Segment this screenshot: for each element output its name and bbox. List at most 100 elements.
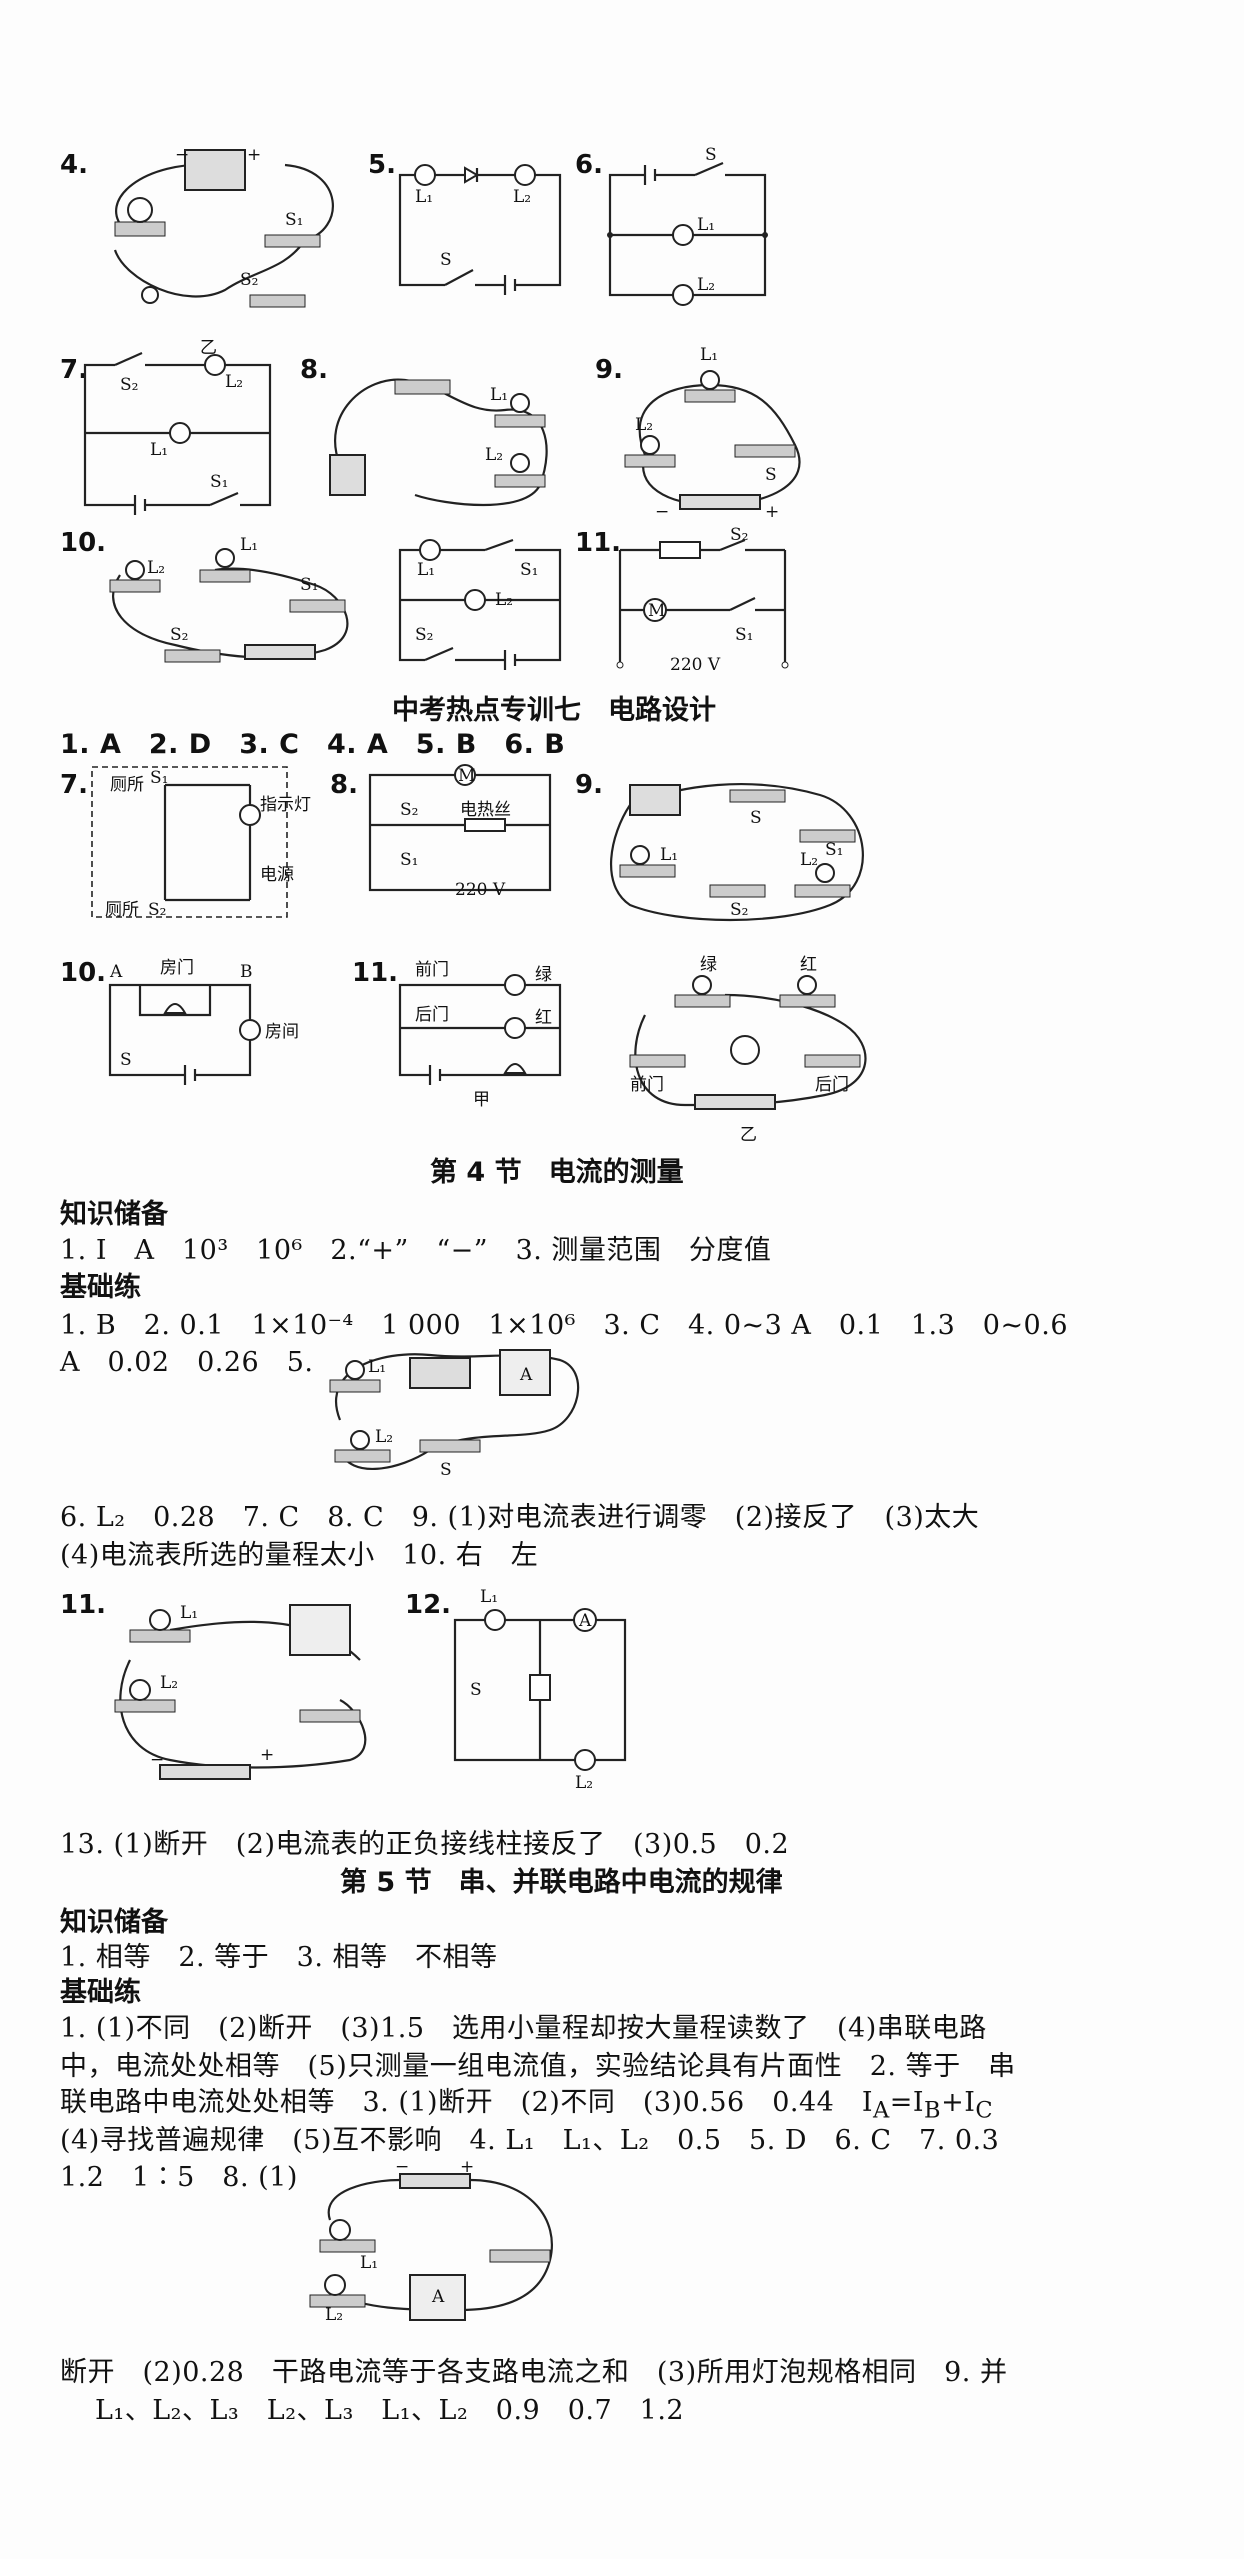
figure-7-circuit-diagram: 乙 L₂ L₁ S₂ S₁ (80, 338, 280, 519)
svg-text:A: A (519, 1365, 533, 1385)
svg-text:A: A (578, 1611, 592, 1631)
svg-text:L₂: L₂ (485, 445, 503, 465)
svg-text:L₁: L₁ (150, 440, 168, 460)
svg-text:S: S (440, 250, 452, 270)
svg-text:厕所: 厕所 (110, 775, 144, 795)
svg-text:L₂: L₂ (225, 372, 243, 392)
svg-text:L₁: L₁ (360, 2253, 378, 2273)
item-number-8: 8. (300, 355, 328, 385)
svg-text:后门: 后门 (415, 1005, 449, 1025)
svg-text:L₂: L₂ (375, 1427, 393, 1447)
svg-text:S: S (705, 145, 717, 165)
svg-text:S₂: S₂ (120, 375, 138, 395)
section-title-5: 第 5 节 串、并联电路中电流的规律 (340, 1867, 783, 1898)
item-number-10b: 10. (60, 958, 107, 988)
subheading-basic-practice: 基础练 (60, 1977, 141, 2008)
svg-text:前门: 前门 (415, 960, 449, 980)
svg-text:+: + (765, 502, 779, 522)
svg-text:+: + (460, 2157, 474, 2177)
svg-text:乙: 乙 (740, 1125, 757, 1145)
figure-11-design-diagram-jia: 前门 后门 绿 红 甲 (395, 960, 575, 1114)
item-number-7: 7. (60, 355, 88, 385)
svg-text:−: − (395, 2157, 409, 2177)
svg-text:L₂: L₂ (575, 1773, 593, 1793)
svg-text:S₁: S₁ (150, 768, 168, 788)
svg-text:S: S (120, 1050, 132, 1070)
figure-9-physical-circuit: L₁ L₂ S − + (615, 345, 815, 524)
svg-text:−: − (655, 502, 669, 522)
figure-4-5-physical-circuit: L₁ L₂ S A (320, 1340, 580, 1494)
svg-text:红: 红 (535, 1008, 552, 1028)
item-number-7b: 7. (60, 770, 88, 800)
svg-text:L₂: L₂ (160, 1673, 178, 1693)
svg-text:L₁: L₁ (368, 1357, 386, 1377)
figure-7-design-diagram: 厕所 厕所 S₁ S₂ 指示灯 电源 (90, 765, 311, 929)
svg-text:220 V: 220 V (455, 880, 506, 900)
subheading-basic-practice: 基础练 (60, 1272, 141, 1303)
svg-text:S: S (750, 808, 762, 828)
svg-text:前门: 前门 (630, 1075, 664, 1095)
svg-text:电热丝: 电热丝 (460, 800, 511, 820)
svg-text:后门: 后门 (815, 1075, 849, 1095)
label-s1: S₁ (285, 210, 303, 230)
figure-6-circuit-diagram: L₁ L₂ S (605, 145, 775, 309)
answer-line: L₁、L₂、L₃ L₂、L₃ L₁、L₂ 0.9 0.7 1.2 (95, 2395, 685, 2426)
figure-5-circuit-diagram: L₁ L₂ S (395, 160, 565, 304)
svg-text:B: B (240, 962, 253, 982)
answer-line: (4)电流表所选的量程太小 10. 右 左 (60, 1540, 539, 1571)
answer-line: 1. (1)不同 (2)断开 (3)1.5 选用小量程却按大量程读数了 (4)串… (60, 2013, 987, 2044)
svg-text:−: − (150, 1750, 164, 1770)
item-number-4: 4. (60, 150, 88, 180)
svg-text:L₁: L₁ (700, 345, 718, 365)
svg-text:L₁: L₁ (415, 187, 433, 207)
svg-text:房间: 房间 (265, 1022, 299, 1042)
subheading-knowledge: 知识储备 (60, 1199, 168, 1230)
svg-text:L₂: L₂ (513, 187, 531, 207)
svg-text:S₁: S₁ (520, 560, 538, 580)
svg-text:L₂: L₂ (697, 275, 715, 295)
figure-10-circuit-diagram: L₁ L₂ S₁ S₂ (395, 538, 570, 674)
svg-text:M: M (458, 766, 475, 786)
svg-text:A: A (431, 2287, 445, 2307)
figure-4-11-physical-circuit: L₁ L₂ − + (110, 1600, 370, 1804)
figure-10-physical-circuit: L₂ L₁ S₁ S₂ (95, 525, 365, 679)
svg-text:220 V: 220 V (670, 655, 721, 675)
svg-text:电源: 电源 (260, 865, 294, 885)
section-title-4: 第 4 节 电流的测量 (430, 1157, 684, 1188)
svg-text:L₁: L₁ (490, 385, 508, 405)
svg-text:S: S (440, 1460, 452, 1480)
svg-text:L₁: L₁ (180, 1603, 198, 1623)
svg-text:L₂: L₂ (495, 590, 513, 610)
answer-line: A 0.02 0.26 5. (60, 1347, 314, 1378)
svg-text:A: A (109, 962, 123, 982)
svg-text:L₂: L₂ (325, 2305, 343, 2325)
label-s2: S₂ (240, 270, 258, 290)
answer-line: 联电路中电流处处相等 3. (1)断开 (2)不同 (3)0.56 0.44 I… (60, 2087, 994, 2124)
svg-text:房门: 房门 (160, 958, 194, 978)
svg-text:S₂: S₂ (170, 625, 188, 645)
svg-text:厕所: 厕所 (105, 900, 139, 920)
svg-text:S₁: S₁ (210, 472, 228, 492)
item-number-11c: 11. (60, 1590, 107, 1620)
svg-text:S₂: S₂ (730, 525, 748, 545)
svg-text:L₂: L₂ (800, 850, 818, 870)
answer-line: 中，电流处处相等 (5)只测量一组电流值，实验结论具有片面性 2. 等于 串 (60, 2051, 1016, 2082)
svg-text:S₂: S₂ (148, 900, 166, 920)
item-number-10: 10. (60, 528, 107, 558)
answers-training-7: 1. A 2. D 3. C 4. A 5. B 6. B (60, 729, 566, 760)
item-number-12: 12. (405, 1590, 452, 1620)
figure-8-physical-circuit: L₁ L₂ (325, 355, 565, 524)
item-number-5: 5. (368, 150, 396, 180)
figure-5-8-physical-circuit: − + L₁ L₂ A (300, 2157, 570, 2334)
svg-text:M: M (648, 601, 665, 621)
svg-text:S₁: S₁ (735, 625, 753, 645)
figure-8-design-diagram: M 电热丝 S₂ S₁ 220 V (365, 760, 565, 909)
svg-text:指示灯: 指示灯 (260, 795, 311, 815)
item-number-8b: 8. (330, 770, 358, 800)
answer-line: 断开 (2)0.28 干路电流等于各支路电流之和 (3)所用灯泡规格相同 9. … (60, 2357, 1008, 2388)
subheading-knowledge: 知识储备 (60, 1907, 168, 1938)
item-number-9: 9. (595, 355, 623, 385)
figure-4-12-circuit-diagram: L₁ A L₂ S (445, 1587, 645, 1794)
item-number-9b: 9. (575, 770, 603, 800)
